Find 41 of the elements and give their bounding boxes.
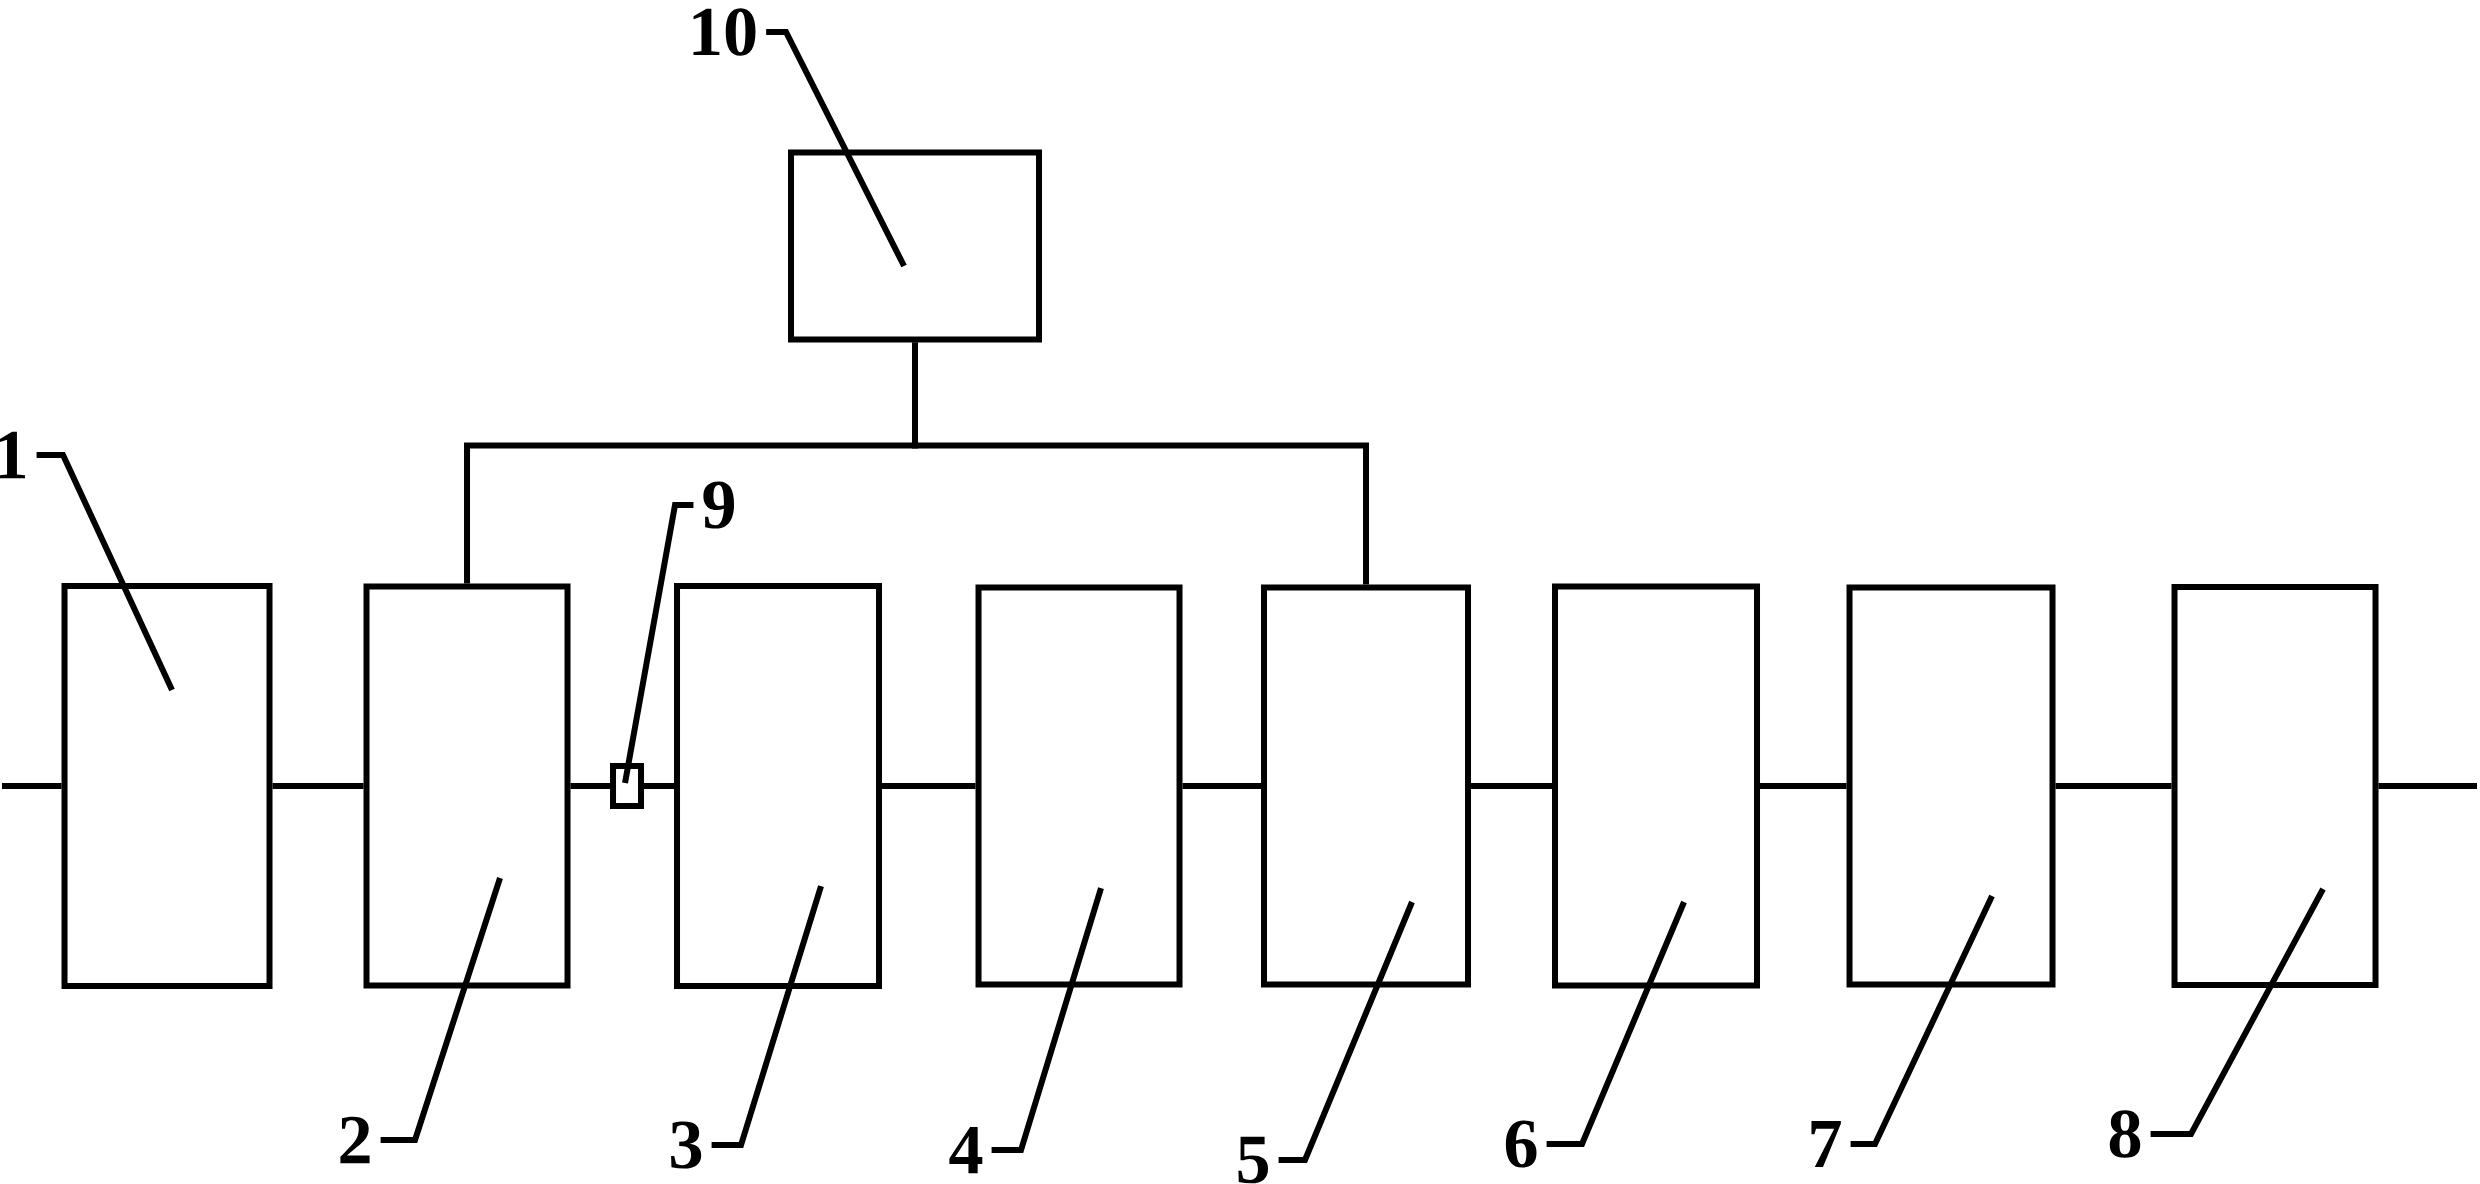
leader-line bbox=[622, 502, 694, 784]
connector-line bbox=[644, 783, 674, 789]
connector-line bbox=[1471, 783, 1552, 789]
leader-line bbox=[1850, 894, 1995, 1147]
connector-line bbox=[1760, 783, 1847, 789]
callout-number: 2 bbox=[340, 1116, 370, 1164]
connector-line bbox=[912, 342, 1369, 585]
block-box bbox=[363, 583, 571, 989]
block-box bbox=[788, 149, 1042, 343]
connector-line bbox=[2378, 783, 2477, 789]
small-box bbox=[610, 763, 644, 809]
block-box bbox=[1846, 584, 2056, 988]
callout-number: 7 bbox=[1811, 1121, 1841, 1168]
callout-number: 8 bbox=[2109, 1110, 2141, 1158]
block-box bbox=[674, 583, 882, 989]
leader-line bbox=[1278, 900, 1415, 1163]
block-box bbox=[1261, 584, 1471, 988]
callout-number: 5 bbox=[1238, 1136, 1268, 1184]
block-box bbox=[61, 583, 273, 989]
callout-number: 4 bbox=[949, 1126, 983, 1174]
block-box bbox=[2171, 584, 2379, 988]
connector-line bbox=[1182, 783, 1261, 789]
leader-line bbox=[1546, 900, 1687, 1147]
callout-number: 9 bbox=[703, 481, 734, 529]
connector-line bbox=[2, 783, 62, 789]
leader-line bbox=[711, 885, 824, 1148]
connector-line bbox=[272, 783, 364, 789]
leader-line bbox=[991, 887, 1104, 1153]
callout-number: 6 bbox=[1505, 1120, 1537, 1168]
connector-line bbox=[570, 783, 610, 789]
connector-line bbox=[2055, 783, 2172, 789]
block-box bbox=[1552, 583, 1760, 989]
leader-line bbox=[380, 877, 503, 1143]
callout-number: 3 bbox=[671, 1121, 702, 1169]
callout-number: 1 bbox=[0, 431, 25, 479]
leader-line bbox=[2150, 887, 2326, 1137]
block-box bbox=[975, 584, 1183, 988]
connector-line bbox=[882, 783, 976, 789]
leader-line bbox=[766, 29, 907, 268]
callout-number: 10 bbox=[693, 8, 756, 56]
leader-line bbox=[36, 452, 175, 692]
